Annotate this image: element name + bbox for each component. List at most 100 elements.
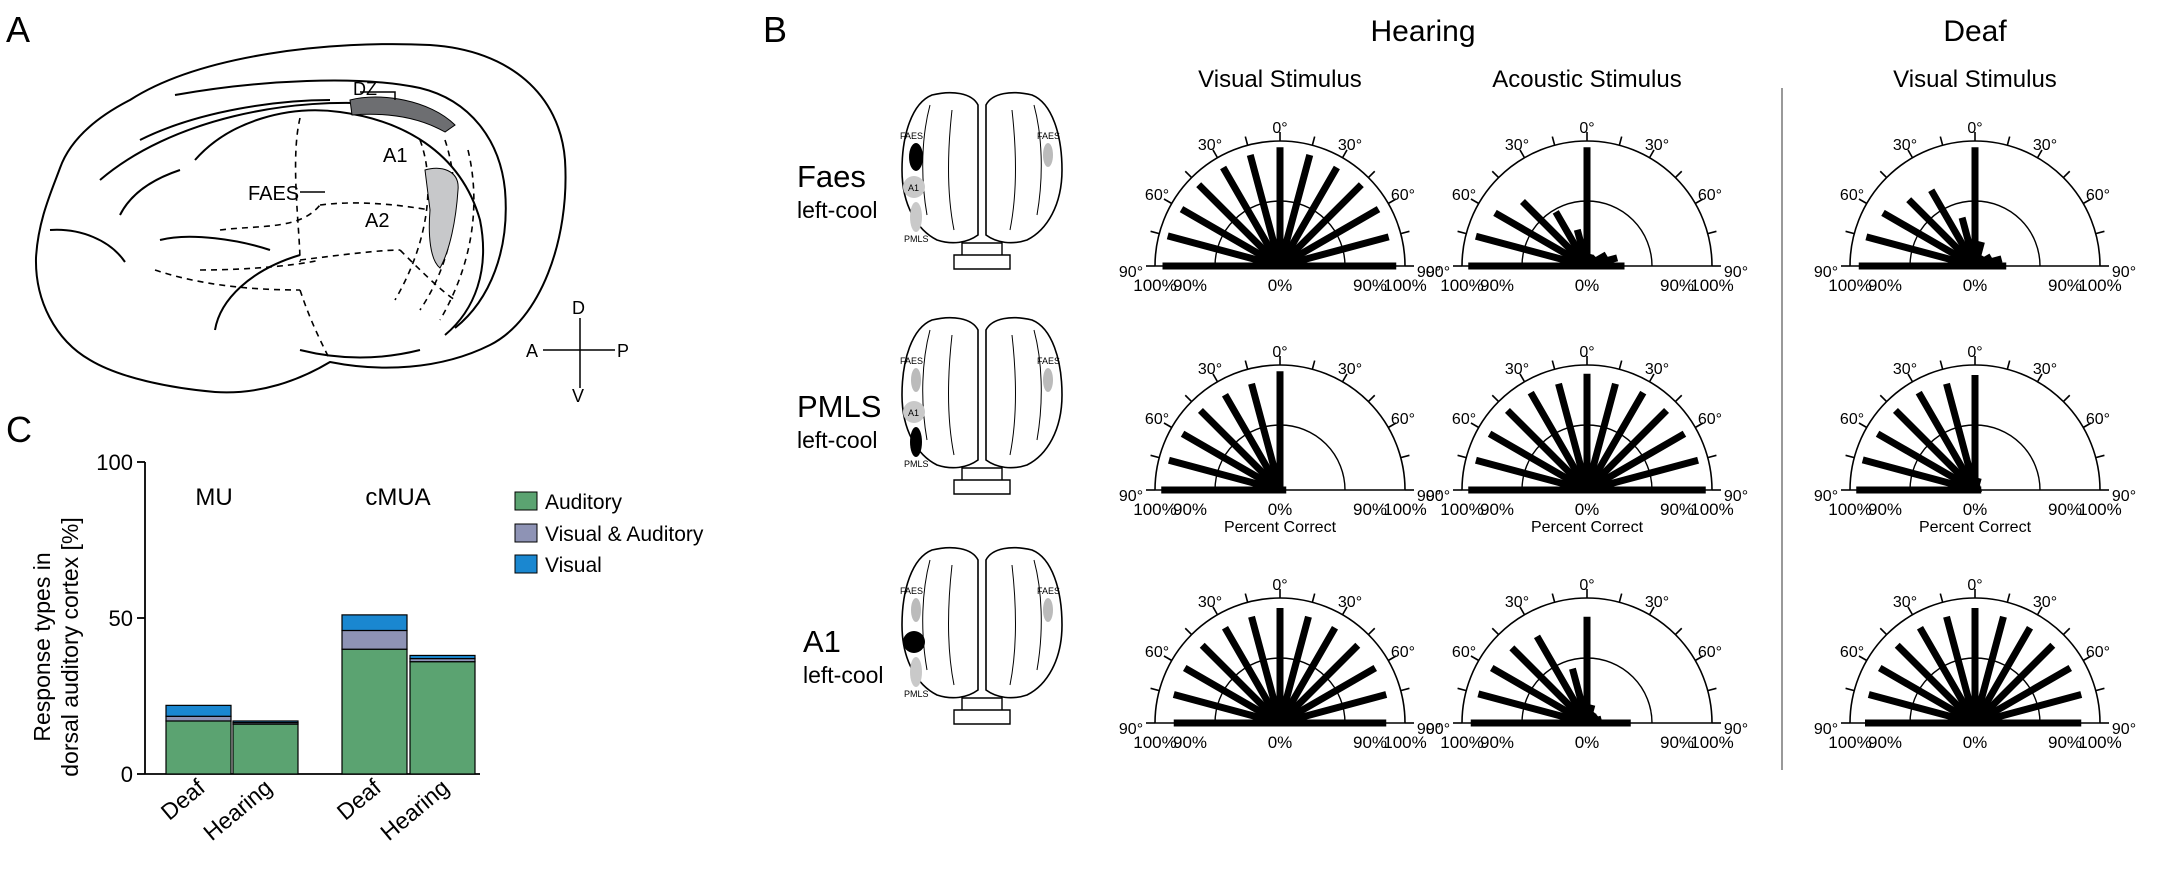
polar-angle-label: 30° [1893,361,1917,378]
polar-bar [1199,642,1283,726]
thumb-label-faes: FAES [900,131,923,141]
polar-bar [1585,430,1687,494]
polar-angle-label: 60° [2086,187,2110,204]
polar-outer-arc [1849,364,2101,491]
sulcus [1009,334,1017,456]
y-axis-label-line1: Response types in [29,552,55,741]
polar-bar [1943,615,1979,724]
faes-lesion [909,143,923,171]
bar-legend: Auditory Visual & Auditory Visual [514,491,704,577]
polar-angle-tick [1648,149,1655,159]
polar-bar [1916,625,1979,725]
polar-angle-tick [1184,394,1193,403]
thumb-label-pmls: PMLS [904,459,929,469]
polar-angle-tick [1674,170,1683,179]
polar-percent-label: 100% [2078,500,2121,519]
polar-angle-tick [1858,655,1868,662]
polar-bar [1867,691,1976,727]
polar-angle-tick [1387,422,1397,429]
polar-angle-label: 60° [1698,187,1722,204]
polar-angle-label: 90° [1724,488,1748,505]
polar-percent-label: 90% [1353,733,1387,752]
polar-angle-tick [2082,198,2092,205]
polar-panel: 90°60°30°0°30°60°90°100%90%0%90%100% [1119,577,1441,752]
polar-angle-tick [1184,170,1193,179]
polar-angle-tick [1244,136,1249,146]
polar-angle-tick [1939,360,1944,370]
polar-bar [1277,182,1364,269]
thumb-label-faes: FAES [1037,586,1060,596]
polar-angle-label: 90° [2112,721,2136,738]
polar-bar [1221,625,1284,725]
polar-angle-label: 90° [1119,264,1143,281]
polar-outer-arc [1849,597,2101,724]
polar-percent-label: 0% [1963,276,1988,295]
polar-angle-tick [1907,606,1914,616]
polar-outer-arc [1154,364,1406,491]
polar-angle-tick [1212,373,1219,383]
polar-angle-label: 90° [1724,264,1748,281]
column-title-3: Visual Stimulus [1893,66,2057,93]
polar-angle-tick [1694,422,1704,429]
polar-bar [1246,154,1284,267]
polar-angle-tick [1311,360,1316,370]
polar-plots: 90°60°30°0°30°60°90°100%90%0%90%100%90°6… [1119,120,2136,752]
legend-label-visual-auditory: Visual & Auditory [545,523,704,546]
polar-percent-label: 90% [1353,276,1387,295]
polar-bar [1172,691,1281,727]
polar-angle-tick [1707,230,1717,235]
polar-outer-arc [1849,140,2101,267]
sulcus [1033,559,1042,671]
x-tick-label: Hearing [375,774,453,846]
polar-percent-label: 90% [2048,733,2082,752]
polar-bar [1220,165,1284,268]
polar-percent-label: 90% [1480,500,1514,519]
x-tick-label: Deaf [332,774,386,826]
a1-area [903,631,925,653]
polar-bar [1279,233,1390,270]
panel-a: A DZ [6,9,629,406]
brain-label-dz: DZ [353,79,377,99]
polar-panel: 90°60°30°0°30°60°90°100%90%0%90%100% [1814,120,2136,295]
polar-angle-tick [1707,687,1717,692]
polar-angle-label: 60° [1840,187,1864,204]
polar-xlabel: Percent Correct [1919,519,2032,536]
sulcus [1009,564,1017,686]
polar-angle-tick [1939,136,1944,146]
polar-outer-arc [1154,597,1406,724]
polar-angle-label: 30° [1198,361,1222,378]
brainstem [953,242,1011,270]
polar-percent-label: 100% [1440,733,1483,752]
bar-segment [165,704,232,717]
legend-swatch-visual [514,554,538,574]
brainstem [953,467,1011,495]
polar-angle-tick [1491,627,1500,636]
polar-panel: 90°60°30°0°30°60°90°100%90%0%90%100%Perc… [1426,344,1748,536]
row-title-pmls: PMLS [797,389,881,424]
polar-percent-label: 0% [1268,276,1293,295]
dz-bracket [360,91,396,100]
polar-angle-tick [1648,606,1655,616]
polar-angle-tick [1907,373,1914,383]
polar-angle-label: 0° [1967,577,1982,594]
polar-bar [1504,407,1590,493]
x-tick-label: Hearing [198,774,276,846]
polar-angle-label: 90° [1814,264,1838,281]
polar-percent-label: 100% [2078,276,2121,295]
gray-region [424,167,459,269]
polar-angle-tick [2082,422,2092,429]
polar-bar [1197,407,1283,493]
polar-percent-label: 90% [1353,500,1387,519]
polar-angle-tick [1845,454,1855,459]
polar-bar [1943,382,1979,491]
group-title-hearing: Hearing [1370,15,1475,48]
polar-angle-label: 60° [1145,644,1169,661]
bar-segment [232,723,299,775]
panel-b: B Hearing Deaf Visual Stimulus Acoustic … [763,9,2136,770]
polar-angle-label: 30° [1198,137,1222,154]
polar-bar [1881,209,1977,270]
